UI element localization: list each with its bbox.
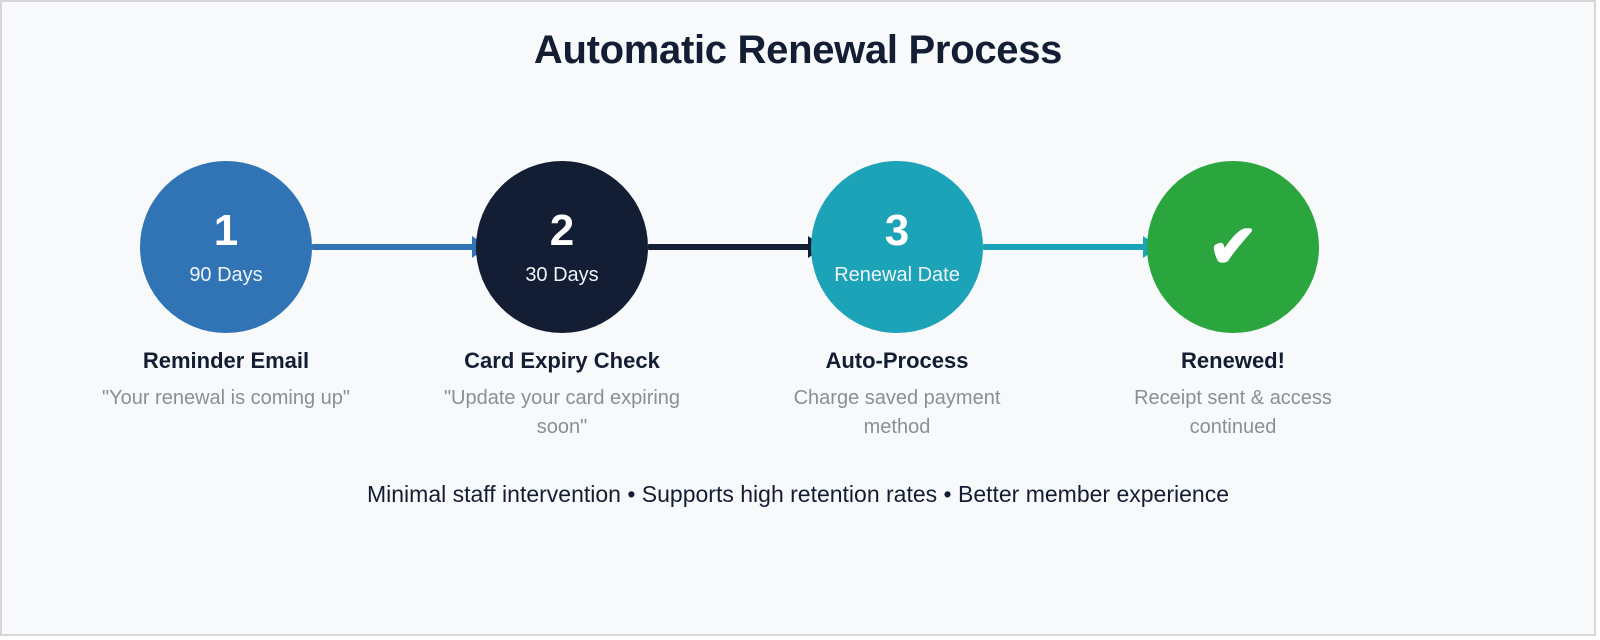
step-title: Renewed! [1181, 348, 1285, 373]
step-timing: 90 Days [189, 264, 263, 286]
step-label-1: Reminder Email "Your renewal is coming u… [96, 347, 356, 413]
step-description: "Your renewal is coming up" [101, 386, 351, 409]
connector-1-2 [312, 236, 488, 258]
footer-benefits: Minimal staff intervention • Supports hi… [367, 481, 1229, 507]
step-badge: 3 [884, 206, 910, 255]
step-description: "Update your card expiring soon" [443, 386, 681, 439]
step-timing: Renewal Date [834, 264, 960, 286]
step-node-2[interactable]: 2 30 Days [476, 161, 648, 333]
step-node-3[interactable]: 3 Renewal Date [811, 161, 983, 333]
step-description: Charge saved payment method [793, 386, 1001, 439]
step-badge: 1 [213, 206, 239, 255]
step-title: Card Expiry Check [464, 348, 660, 373]
step-label-3: Auto-Process Charge saved payment method [767, 347, 1027, 443]
step-badge: 2 [549, 206, 575, 255]
step-label-2: Card Expiry Check "Update your card expi… [432, 347, 692, 443]
connector-3-4 [983, 236, 1159, 258]
step-node-1[interactable]: 1 90 Days [140, 161, 312, 333]
step-title: Auto-Process [825, 348, 969, 373]
check-icon: ✔ [1207, 213, 1259, 280]
connector-line [312, 244, 474, 250]
step-label-4: Renewed! Receipt sent & access continued [1103, 347, 1363, 443]
step-labels: Reminder Email "Your renewal is coming u… [2, 347, 1594, 457]
page-title: Automatic Renewal Process [533, 28, 1063, 72]
connector-2-3 [648, 236, 824, 258]
step-timing: 30 Days [525, 264, 599, 286]
connector-line [983, 244, 1145, 250]
step-description: Receipt sent & access continued [1134, 386, 1332, 439]
step-title: Reminder Email [142, 348, 310, 373]
step-node-4[interactable]: ✔ [1147, 161, 1319, 333]
process-flow: 1 90 Days 2 30 Days 3 Renewal Date ✔ [2, 161, 1594, 341]
connector-line [648, 244, 810, 250]
